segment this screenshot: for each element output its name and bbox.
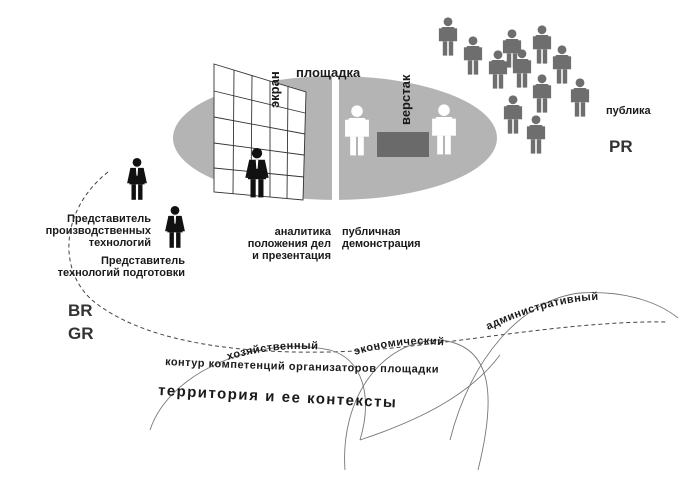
- audience-person: [463, 36, 483, 75]
- competence-contour-line: [68, 171, 669, 353]
- territory-text: территория и ее контексты: [158, 382, 396, 411]
- production-rep-caption: Представитель производственных технологи…: [46, 213, 152, 249]
- gr-label: GR: [68, 324, 94, 343]
- audience-person: [552, 45, 572, 84]
- analytics-line: и презентация: [252, 250, 331, 262]
- territory-arc: [359, 354, 501, 441]
- workbench-label: верстак: [398, 74, 413, 125]
- audience-person: [488, 50, 508, 89]
- audience-person: [570, 78, 590, 117]
- audience-person: [532, 74, 552, 113]
- production-rep-figure: [127, 158, 147, 200]
- audience-person: [526, 115, 546, 154]
- training-rep-figure: [165, 206, 185, 248]
- production-rep-line: Представитель: [67, 213, 151, 225]
- analytics-line: положения дел: [248, 238, 331, 250]
- analytics-line: аналитика: [275, 226, 332, 238]
- competence-contour-label: контур компетенций организаторов площадк…: [165, 356, 439, 376]
- audience-person: [532, 25, 552, 64]
- economic-arc: [344, 339, 489, 471]
- competence-contour-text: контур компетенций организаторов площадк…: [165, 356, 439, 376]
- audience-label: публика: [606, 105, 652, 117]
- screen-label: экран: [267, 71, 282, 108]
- administrative-context-text: административный: [484, 291, 598, 333]
- workbench-block: [377, 132, 429, 157]
- production-rep-line: технологий: [89, 237, 151, 249]
- training-rep-line: Представитель: [101, 255, 185, 267]
- br-label: BR: [68, 301, 93, 320]
- public-demo-line: демонстрация: [342, 238, 421, 250]
- administrative-context-label: административный: [484, 291, 599, 333]
- public-demo-line: публичная: [342, 226, 401, 238]
- economic-context-label: экономический: [353, 335, 446, 358]
- pr-label: PR: [609, 137, 633, 156]
- stage-label: площадка: [296, 65, 361, 80]
- production-rep-line: производственных: [46, 225, 152, 237]
- economic-context-text: экономический: [353, 335, 445, 358]
- audience-person: [438, 17, 458, 56]
- analytics-caption: аналитика положения дел и презентация: [248, 226, 332, 262]
- audience-person: [503, 95, 523, 134]
- stage-divider: [332, 68, 339, 216]
- administrative-arc: [449, 292, 679, 441]
- public-demo-caption: публичная демонстрация: [342, 226, 421, 250]
- training-rep-caption: Представитель технологий подготовки: [58, 255, 186, 279]
- territory-label: территория и ее контексты: [158, 382, 398, 411]
- training-rep-line: технологий подготовки: [58, 267, 185, 279]
- context-arcs: [149, 292, 679, 471]
- household-arc: [149, 346, 366, 441]
